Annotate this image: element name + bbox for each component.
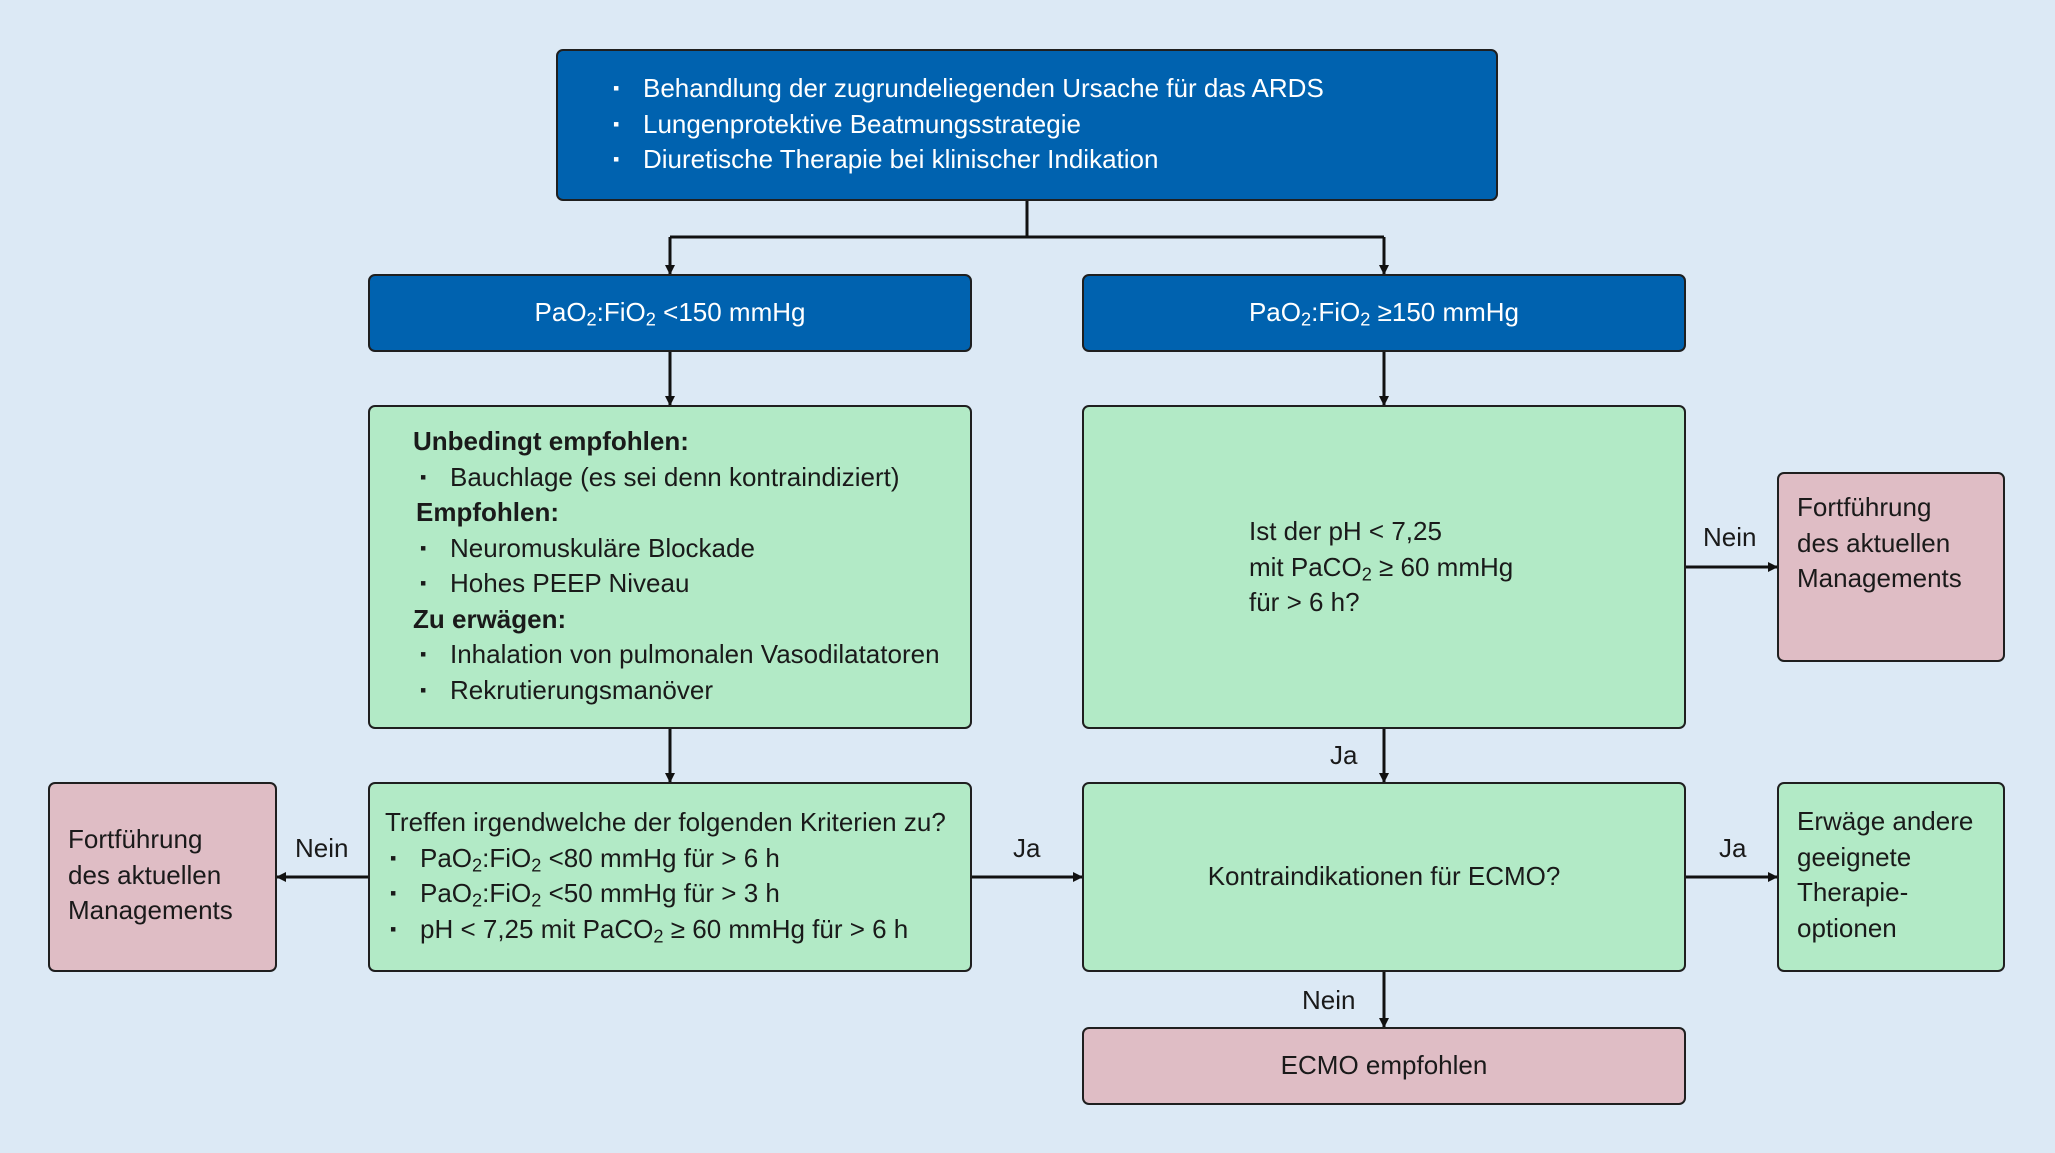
consider-heading: Zu erwägen:	[413, 603, 567, 634]
ratio-above-150-box: PaO2:FiO2 ≥150 mmHg	[1082, 274, 1686, 352]
nein-label: Nein	[295, 833, 349, 863]
list-item: pH < 7,25 mit PaCO2 ≥ 60 mmHg für > 6 h	[390, 912, 970, 948]
options-line: Erwäge andere	[1797, 806, 1974, 836]
ja-label: Ja	[1719, 833, 1747, 863]
ecmo-contraindications-box: Kontraindikationen für ECMO?	[1082, 782, 1686, 972]
must-heading: Unbedingt empfohlen:	[413, 426, 689, 456]
continue-line: Fortführung	[1797, 492, 1932, 522]
list-item: Bauchlage (es sei denn kontraindiziert)	[420, 460, 970, 496]
list-item: Behandlung der zugrundeliegenden Ursache…	[613, 71, 1496, 107]
list-item: Lungenprotektive Beatmungsstrategie	[613, 107, 1496, 143]
ratio-below-150-box: PaO2:FiO2 <150 mmHg	[368, 274, 972, 352]
continue-management-left-box: Fortführung des aktuellen Managements	[48, 782, 277, 972]
must-list: Bauchlage (es sei denn kontraindiziert)	[420, 460, 970, 496]
continue-line: Managements	[1797, 563, 1962, 593]
ratio-below-150-label: PaO2:FiO2 <150 mmHg	[534, 297, 806, 330]
list-item: PaO2:FiO2 <50 mmHg für > 3 h	[390, 876, 970, 912]
options-line: optionen	[1797, 912, 1897, 943]
continue-line: des aktuellen	[1797, 527, 1951, 558]
list-item: Rekrutierungsmanöver	[420, 673, 970, 709]
ph-question-line3: für > 6 h?	[1249, 587, 1360, 617]
recommended-heading: Empfohlen:	[416, 497, 559, 527]
options-line: Therapie-	[1797, 877, 1909, 907]
ph-question-line2: mit PaCO2 ≥ 60 mmHg	[1249, 551, 1514, 585]
list-item: Inhalation von pulmonalen Vasodilatatore…	[420, 637, 970, 673]
list-item: Diuretische Therapie bei klinischer Indi…	[613, 142, 1496, 178]
ecmo-recommended-box: ECMO empfohlen	[1082, 1027, 1686, 1105]
list-item: Neuromuskuläre Blockade	[420, 531, 970, 567]
ja-label: Ja	[1330, 740, 1358, 770]
criteria-list: PaO2:FiO2 <80 mmHg für > 6 h PaO2:FiO2 <…	[390, 841, 970, 948]
list-item: PaO2:FiO2 <80 mmHg für > 6 h	[390, 841, 970, 877]
ph-question-box: Ist der pH < 7,25 mit PaCO2 ≥ 60 mmHg fü…	[1082, 405, 1686, 729]
continue-management-right-box: Fortführung des aktuellen Managements	[1777, 472, 2005, 662]
ecmo-contraindications-label: Kontraindikationen für ECMO?	[1207, 861, 1561, 892]
criteria-question: Treffen irgendwelche der folgenden Krite…	[385, 807, 946, 837]
continue-line: Managements	[68, 895, 233, 925]
consider-list: Inhalation von pulmonalen Vasodilatatore…	[420, 637, 970, 708]
options-line: geeignete	[1797, 841, 1912, 872]
continue-line: Fortführung	[68, 824, 203, 854]
list-item: Hohes PEEP Niveau	[420, 566, 970, 602]
continue-line: des aktuellen	[68, 859, 222, 890]
other-therapy-options-box: Erwäge andere geeignete Therapie- option…	[1777, 782, 2005, 972]
criteria-box: Treffen irgendwelche der folgenden Krite…	[368, 782, 972, 972]
general-measures-list: Behandlung der zugrundeliegenden Ursache…	[613, 71, 1496, 178]
nein-label: Nein	[1302, 985, 1356, 1015]
ratio-above-150-label: PaO2:FiO2 ≥150 mmHg	[1248, 297, 1520, 330]
ecmo-recommended-label: ECMO empfohlen	[1280, 1050, 1488, 1081]
ph-question-line1: Ist der pH < 7,25	[1249, 516, 1442, 546]
nein-label: Nein	[1703, 522, 1757, 552]
recommended-list: Neuromuskuläre Blockade Hohes PEEP Nivea…	[420, 531, 970, 602]
general-measures-box: Behandlung der zugrundeliegenden Ursache…	[556, 49, 1498, 201]
recommendations-box: Unbedingt empfohlen: Bauchlage (es sei d…	[368, 405, 972, 729]
ja-label: Ja	[1013, 833, 1041, 863]
